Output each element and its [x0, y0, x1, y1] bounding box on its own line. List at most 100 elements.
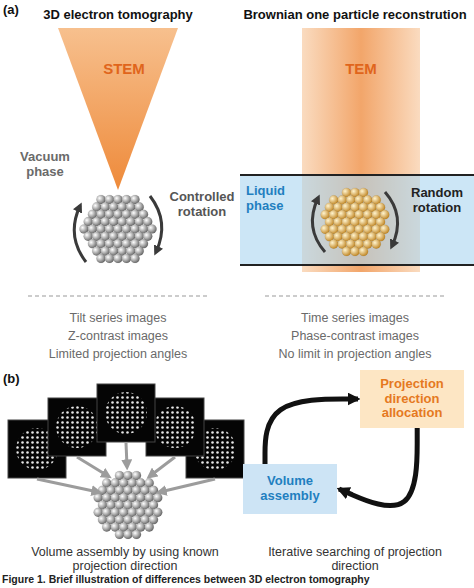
- atom: [130, 224, 139, 233]
- node-text: TEM: [302, 60, 420, 77]
- method-caption: Volume assembly by using known projectio…: [15, 545, 235, 574]
- atom: [346, 210, 355, 219]
- atom: [350, 247, 359, 256]
- atom: [115, 530, 124, 539]
- atom: [126, 246, 135, 255]
- atom: [338, 225, 347, 234]
- atom: [338, 210, 347, 219]
- projection-images: [8, 384, 244, 478]
- atom: [126, 217, 135, 226]
- atom: [359, 217, 368, 226]
- feature-text: Tilt series images: [70, 311, 167, 325]
- atom: [342, 217, 351, 226]
- feature-text: Phase-contrast images: [291, 329, 419, 343]
- atom: [122, 239, 131, 248]
- atom: [333, 217, 342, 226]
- atom: [355, 239, 364, 248]
- atom: [139, 239, 148, 248]
- atom: [145, 493, 154, 502]
- atom: [321, 225, 330, 234]
- atom: [135, 232, 144, 241]
- process-box: Volume assembly: [243, 464, 337, 514]
- atom: [101, 246, 110, 255]
- atom: [115, 486, 124, 495]
- atom: [139, 210, 148, 219]
- atom: [122, 195, 131, 204]
- atom: [130, 254, 139, 263]
- atom: [380, 225, 389, 234]
- atom: [111, 522, 120, 531]
- atom: [145, 478, 154, 487]
- atom: [321, 210, 330, 219]
- atom: [132, 500, 141, 509]
- atom: [113, 210, 122, 219]
- atom: [380, 210, 389, 219]
- atom: [367, 217, 376, 226]
- atom: [128, 522, 137, 531]
- atom: [96, 210, 105, 219]
- rotation-arrow: [74, 206, 86, 262]
- atom: [92, 246, 101, 255]
- atom: [350, 188, 359, 197]
- atom: [98, 486, 107, 495]
- atom: [135, 217, 144, 226]
- method-caption: Iterative searching of projection direct…: [255, 545, 455, 574]
- atom: [130, 239, 139, 248]
- atom: [342, 203, 351, 212]
- nanoparticle: [79, 195, 156, 263]
- atom: [111, 508, 120, 517]
- atom: [132, 471, 141, 480]
- divider-line: [28, 295, 208, 296]
- atom: [143, 217, 152, 226]
- atom: [123, 530, 132, 539]
- projected-particle: [154, 406, 196, 448]
- atom: [118, 202, 127, 211]
- atom: [350, 217, 359, 226]
- atom: [96, 195, 105, 204]
- atom: [106, 500, 115, 509]
- projection-arrow: [160, 479, 215, 492]
- atom: [92, 202, 101, 211]
- panel-title: 3D electron tomography: [43, 8, 193, 23]
- atom: [342, 247, 351, 256]
- rotation-label: Controlled rotation: [164, 190, 240, 220]
- atom: [102, 522, 111, 531]
- atom: [136, 522, 145, 531]
- atom: [355, 225, 364, 234]
- atom: [359, 188, 368, 197]
- atom: [98, 515, 107, 524]
- feature-text: Time series images: [301, 311, 409, 325]
- atom: [101, 232, 110, 241]
- atom: [342, 188, 351, 197]
- feature-text: Z-contrast images: [68, 329, 168, 343]
- atom: [329, 239, 338, 248]
- panel-tag: (b): [3, 372, 20, 387]
- node-text: Projection direction allocation: [365, 377, 459, 422]
- atom: [145, 522, 154, 531]
- panel-tag: (a): [3, 3, 19, 18]
- atom: [359, 203, 368, 212]
- atom: [92, 217, 101, 226]
- atom: [136, 493, 145, 502]
- atom: [128, 508, 137, 517]
- atom: [376, 203, 385, 212]
- atom: [338, 195, 347, 204]
- cycle-arrow: [339, 428, 417, 506]
- projection-arrow: [77, 457, 108, 476]
- atom: [130, 210, 139, 219]
- projection-arrow: [37, 479, 98, 492]
- atom: [132, 486, 141, 495]
- atom: [105, 254, 114, 263]
- atom: [132, 530, 141, 539]
- atom: [128, 478, 137, 487]
- cycle-arrow: [265, 399, 358, 464]
- atom: [102, 478, 111, 487]
- nanoparticle: [321, 188, 390, 256]
- atom: [153, 508, 162, 517]
- atom: [88, 239, 97, 248]
- projected-particle: [105, 392, 147, 434]
- atom: [123, 486, 132, 495]
- node-text: STEM: [58, 60, 190, 77]
- atom: [109, 246, 118, 255]
- atom: [115, 515, 124, 524]
